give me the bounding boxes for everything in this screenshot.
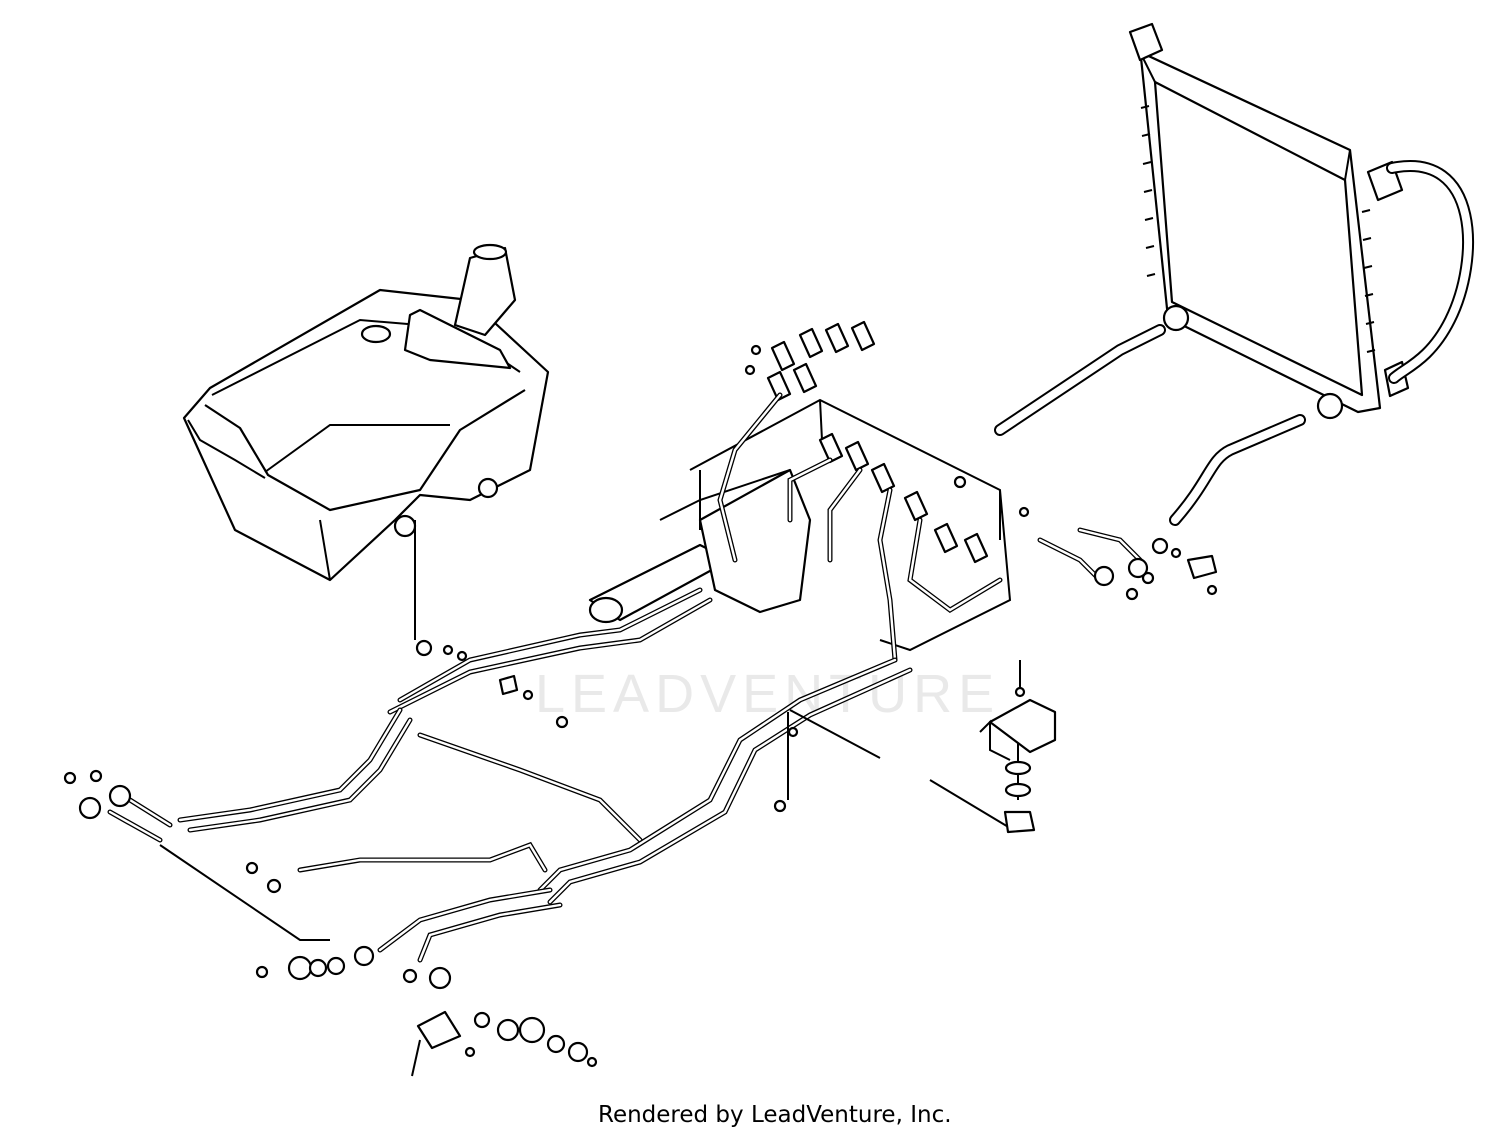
mounting-bracket — [979, 686, 1057, 834]
fittings-and-seals — [63, 344, 1218, 1077]
credit-text: Rendered by LeadVenture, Inc. — [598, 1102, 952, 1128]
oil-reservoir-tank — [182, 243, 550, 582]
cooler-outlet-hose — [1169, 392, 1344, 526]
cooler-inlet-hose — [994, 304, 1190, 436]
cooler-return-hose — [1386, 160, 1475, 384]
oil-cooler-radiator — [1128, 22, 1410, 414]
valve-fitting-block — [766, 320, 989, 564]
watermark: LEADVENTURE — [535, 664, 1000, 724]
hose-network — [107, 392, 1143, 963]
hydrostat-pump-assembly — [588, 398, 1012, 652]
